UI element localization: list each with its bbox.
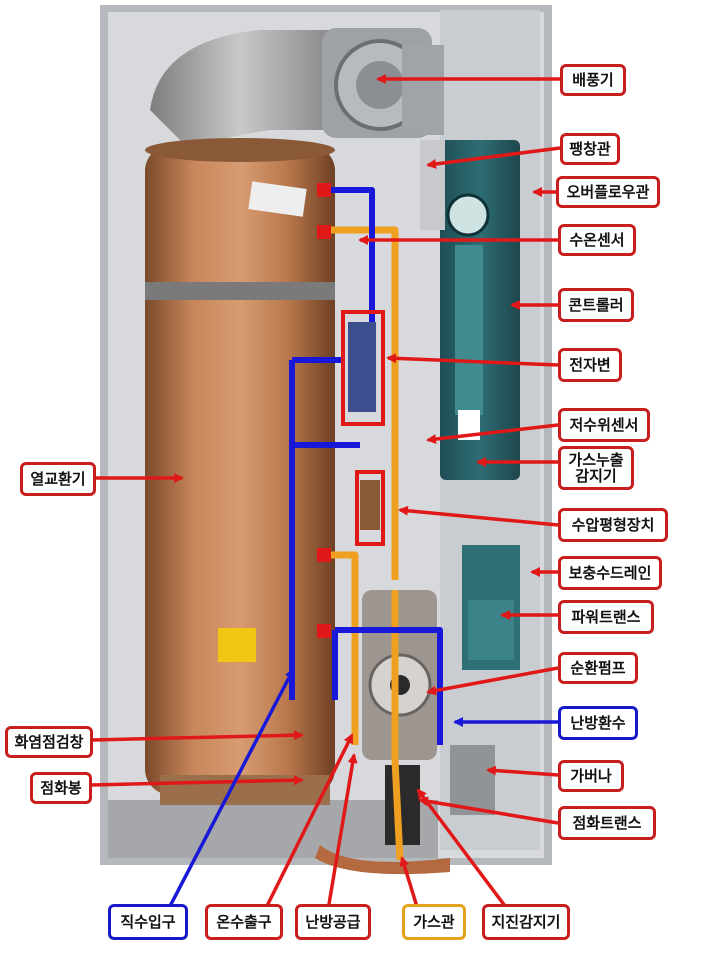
label-power-trans: 파워트랜스 [558, 600, 654, 634]
gas-fittings [315, 745, 495, 875]
label-seismic-detector: 지진감지기 [482, 904, 570, 940]
controller-panel [420, 140, 520, 480]
label-ignition-rod: 점화봉 [30, 772, 92, 804]
label-flame-window: 화염점검창 [5, 726, 93, 758]
heat-exchanger-body [145, 138, 335, 805]
pointer-arrows [91, 74, 561, 912]
label-heating-supply: 난방공급 [295, 904, 371, 940]
label-controller: 콘트롤러 [558, 288, 634, 322]
hot-pipes [325, 226, 404, 861]
label-solenoid-valve: 전자변 [558, 348, 622, 382]
label-expansion-tube: 팽창관 [560, 133, 620, 165]
label-cold-water-inlet: 직수입구 [108, 904, 188, 940]
blue-arrows [166, 668, 558, 911]
label-fan: 배풍기 [560, 64, 626, 96]
cold-pipes [289, 187, 443, 745]
label-refill-drain: 보충수드레인 [558, 556, 662, 590]
circulation-pump-body [362, 590, 437, 760]
label-overflow-tube: 오버플로우관 [556, 176, 660, 208]
label-pressure-balancer: 수압평형장치 [558, 508, 668, 542]
label-low-water-sensor: 저수위센서 [558, 408, 650, 442]
label-gas-leak-detector: 가스누출 감지기 [558, 446, 634, 490]
label-hot-water-outlet: 온수출구 [205, 904, 283, 940]
label-circulation-pump: 순환펌프 [558, 652, 638, 684]
label-ignition-trans: 점화트랜스 [558, 806, 656, 840]
label-governor: 가버나 [558, 760, 624, 792]
label-heat-exchanger: 열교환기 [20, 462, 96, 496]
highlight-marks [317, 183, 385, 638]
label-heating-return: 난방환수 [558, 706, 638, 740]
power-trans-box [462, 545, 520, 670]
label-water-temp-sensor: 수온센서 [558, 224, 636, 256]
label-gas-pipe: 가스관 [402, 904, 466, 940]
